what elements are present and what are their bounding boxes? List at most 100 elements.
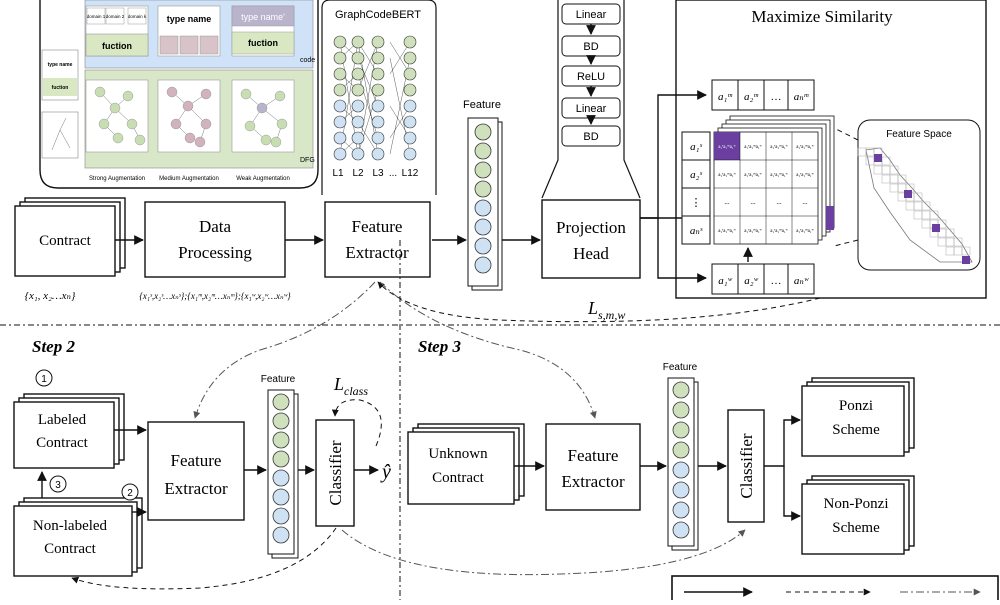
- feature-node: [272, 450, 290, 468]
- feature-node: [672, 521, 690, 539]
- data-processing-box[interactable]: [144, 201, 286, 278]
- w-cell-1: a₁ʷ: [718, 275, 732, 287]
- ponzi-line1: Ponzi: [839, 398, 873, 414]
- type-name-label: type name: [167, 14, 212, 24]
- matrix-cell-r1c4: a₁ˢa₁ᵐa₁ʷ: [796, 145, 814, 150]
- w-cell-dots: …: [771, 275, 782, 287]
- matrix-cell-r1c3: a₁ˢa₁ᵐa₁ʷ: [770, 145, 788, 150]
- classifier-box-2[interactable]: [315, 419, 355, 527]
- feature-node: [672, 381, 690, 399]
- ponzi-scheme-stack[interactable]: [801, 377, 915, 457]
- line-legend: [671, 575, 999, 605]
- loss-class: Lclass: [333, 374, 368, 398]
- dfg-label: DFG: [300, 157, 315, 164]
- loss-smw: Ls,m,w: [587, 298, 625, 322]
- graphcodebert-network: [333, 35, 417, 161]
- feature-node: [474, 199, 492, 217]
- fe3-line2: Extractor: [561, 472, 625, 491]
- code-label: code: [300, 57, 315, 64]
- feature-space-cell: [961, 246, 971, 256]
- unknown-line1: Unknown: [428, 446, 488, 462]
- matrix-cell-r2c2: a₁ˢa₁ᵐa₁ʷ: [744, 173, 762, 178]
- medium-aug-label: Medium Augmentation: [159, 176, 219, 182]
- feature-space-cell: [945, 228, 955, 238]
- proj-line2: Head: [573, 244, 609, 263]
- feature-space-cell: [889, 165, 899, 175]
- s-cell-dots: ⋮: [691, 197, 702, 209]
- badge-3: 3: [55, 480, 61, 491]
- card-type-name: type name: [48, 62, 73, 68]
- fuction-label-2: fuction: [248, 38, 278, 48]
- m-cell-1: a₁ᵐ: [718, 91, 732, 103]
- weak-aug-label: Weak Augmentation: [236, 176, 290, 182]
- feature-vector-2-cells: [272, 393, 290, 544]
- proj-layer-bd-1: BD: [583, 41, 598, 53]
- feature-node: [474, 218, 492, 236]
- classifier-box-3[interactable]: [727, 409, 765, 523]
- m-vector-row: [711, 79, 815, 111]
- feature-node: [672, 421, 690, 439]
- feature-space-cell: [913, 192, 923, 202]
- type-name-prime-label: type name': [241, 12, 285, 22]
- matrix-dots-r3c4: ...: [802, 198, 808, 206]
- feature-node: [272, 469, 290, 487]
- unknown-contract-stack[interactable]: [407, 423, 525, 505]
- projection-layers: [561, 3, 621, 147]
- feature-extractor-box-1[interactable]: [324, 201, 431, 278]
- contract-sub: {x₁, x₂…xₙ}: [25, 290, 76, 302]
- feature-node: [272, 488, 290, 506]
- matrix-cell-diag: a₁ˢa₁ᵐa₁ʷ: [718, 145, 736, 150]
- feature-space-cell: [929, 210, 939, 220]
- s-cell-n: aₙˢ: [690, 225, 703, 237]
- fe1-line1: Feature: [352, 217, 403, 236]
- w-cell-n: aₙʷ: [794, 275, 809, 287]
- feature-node: [474, 237, 492, 255]
- feature-extractor-box-2[interactable]: [147, 421, 245, 521]
- non-ponzi-line2: Scheme: [832, 520, 880, 536]
- w-cell-2: a₂ʷ: [744, 275, 758, 287]
- fe3-line1: Feature: [568, 446, 619, 465]
- y-hat: ŷ: [380, 461, 391, 483]
- feature-node: [474, 180, 492, 198]
- matrix-cell-r2c1: a₁ˢa₁ᵐa₁ʷ: [718, 173, 736, 178]
- non-labeled-contract-stack[interactable]: [13, 497, 143, 577]
- contract-stack[interactable]: [14, 197, 126, 277]
- layer-dots: ...: [389, 168, 397, 179]
- proj-layer-linear-1: Linear: [576, 9, 607, 21]
- m-cell-n: aₙᵐ: [794, 91, 809, 103]
- feature-node: [474, 123, 492, 141]
- matrix-dots-r3c1: ...: [724, 198, 730, 206]
- proj-layer-bd-2: BD: [583, 131, 598, 143]
- augmentation-panel: code DFG fuction domain 1 domain 2 domai…: [39, 0, 319, 189]
- fe1-line2: Extractor: [345, 243, 409, 262]
- m-cell-dots: …: [771, 91, 782, 103]
- labeled-contract-stack[interactable]: [13, 393, 125, 469]
- layer-l2: L2: [352, 168, 364, 179]
- w-vector-row: [711, 263, 815, 295]
- layer-l1: L1: [332, 168, 344, 179]
- feature-node: [672, 461, 690, 479]
- s-cell-2: a₂ˢ: [690, 169, 702, 181]
- feature-node: [272, 431, 290, 449]
- matrix-dots-r3c3: ...: [776, 198, 782, 206]
- fe2-line2: Extractor: [164, 479, 228, 498]
- badge-1: 1: [41, 374, 47, 385]
- maximize-similarity-title: Maximize Similarity: [751, 7, 893, 26]
- data-processing-line2: Processing: [178, 243, 252, 262]
- feature-space-label: Feature Space: [886, 129, 952, 140]
- step2-title: Step 2: [32, 337, 75, 356]
- layer-l12: L12: [402, 168, 419, 179]
- non-ponzi-scheme-stack[interactable]: [801, 475, 915, 555]
- feature-node: [474, 256, 492, 274]
- feature-node: [672, 401, 690, 419]
- feature-space-cell: [921, 201, 931, 211]
- proj-layer-linear-2: Linear: [576, 103, 607, 115]
- strong-aug-label: Strong Augmentation: [89, 176, 145, 182]
- proj-layer-relu: ReLU: [577, 71, 605, 83]
- feature-vector-1-cells: [474, 123, 492, 274]
- feature-extractor-box-3[interactable]: [545, 423, 641, 511]
- projection-head-box[interactable]: [541, 199, 641, 279]
- feature-node: [672, 501, 690, 519]
- matrix-cell-r4c3: a₁ˢa₁ᵐa₁ʷ: [770, 229, 788, 234]
